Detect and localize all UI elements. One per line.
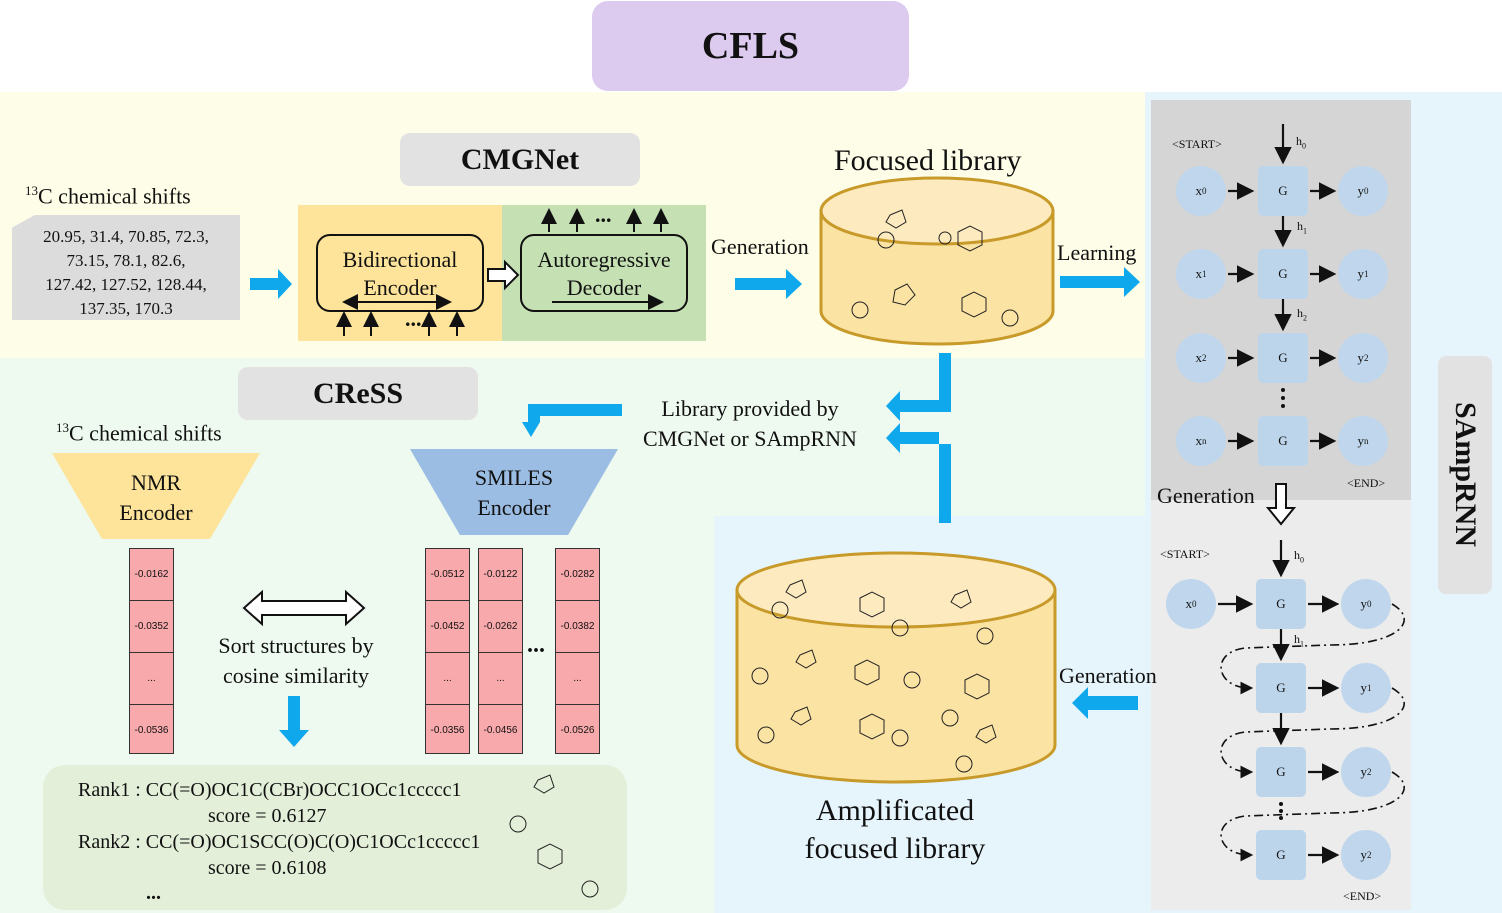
vector-cell: -0.0526: [560, 725, 595, 736]
decoder-panel: [502, 205, 706, 341]
rank-more-dots: ...: [146, 882, 161, 904]
cress-shifts-label: 13C chemical shifts: [56, 420, 222, 446]
vector-cell: -0.0356: [430, 725, 465, 736]
encoder-dots: ...: [405, 306, 422, 331]
vector-cell: ...: [426, 653, 469, 705]
vector-cell: -0.0452: [426, 601, 469, 653]
smiles-vector-3: -0.0282 -0.0382 ... -0.0526: [555, 548, 600, 754]
sample-g1: G: [1256, 663, 1306, 713]
sample-g0: G: [1256, 579, 1306, 629]
sample-g3: G: [1256, 830, 1306, 880]
vector-cell: -0.0282: [556, 549, 599, 601]
vector-gap-dots: ...: [527, 632, 545, 658]
cmgnet-title: CMGNet: [400, 133, 640, 186]
shifts-card: [12, 215, 240, 320]
decoder-dots: ...: [595, 202, 612, 227]
train-start-token: <START>: [1172, 137, 1222, 151]
train-h0: h0: [1296, 134, 1306, 151]
hollow-arrows: [242, 259, 1297, 627]
blue-arrows: [250, 267, 1140, 747]
sample-end-token: <END>: [1343, 889, 1382, 903]
rnn-arrows: [1218, 124, 1340, 864]
rank1-score: score = 0.6127: [208, 805, 327, 827]
vector-cell: ...: [130, 653, 173, 705]
vector-cell: -0.0162: [130, 549, 173, 601]
vector-cell: ...: [479, 653, 522, 705]
train-h2: h2: [1297, 306, 1307, 323]
train-end-token: <END>: [1347, 476, 1386, 490]
samprnn-generation-label: Generation: [1157, 483, 1255, 508]
molecule-sketches: [509, 209, 1019, 898]
vector-cell: -0.0382: [556, 601, 599, 653]
page-title: CFLS: [592, 1, 909, 91]
vector-cell: -0.0536: [134, 725, 169, 736]
cress-title: CReSS: [238, 367, 478, 420]
vector-cell: ...: [556, 653, 599, 705]
rnn-ellipsis: [1279, 388, 1285, 820]
vector-cell: -0.0456: [483, 725, 518, 736]
sample-start-token: <START>: [1160, 547, 1210, 561]
cmgnet-generation-label: Generation: [711, 234, 809, 259]
train-g1: G: [1258, 249, 1308, 299]
rank2-label: Rank2 : CC(=O)OC1SCC(O)C(O)C1OCc1ccccc1: [78, 831, 481, 853]
train-g2: G: [1258, 333, 1308, 383]
amplified-generation-label: Generation: [1059, 663, 1157, 688]
smiles-vector-1: -0.0512 -0.0452 ... -0.0356: [425, 548, 470, 754]
vector-cell: -0.0122: [479, 549, 522, 601]
nmr-vector: -0.0162 -0.0352 ... -0.0536: [129, 548, 174, 754]
train-h1: h1: [1297, 219, 1307, 236]
smiles-vector-2: -0.0122 -0.0262 ... -0.0456: [478, 548, 523, 754]
focused-library-title: Focused library: [834, 144, 1022, 177]
encoder-panel: [298, 205, 502, 341]
vector-cell: -0.0352: [130, 601, 173, 653]
sample-h1: h1: [1294, 632, 1304, 649]
network-arrows: [336, 208, 669, 336]
sample-h0: h0: [1294, 548, 1304, 565]
rank1-label: Rank1 : CC(=O)OC1C(CBr)OCC1OCc1ccccc1: [78, 779, 462, 801]
cmgnet-shifts-label: 13C chemical shifts: [25, 183, 191, 209]
train-g0: G: [1258, 166, 1308, 216]
rank-results: [43, 765, 627, 910]
rank2-score: score = 0.6108: [208, 857, 327, 879]
train-gn: G: [1258, 416, 1308, 466]
vector-cell: -0.0512: [426, 549, 469, 601]
vector-cell: -0.0262: [479, 601, 522, 653]
amplified-library-cylinder: [735, 551, 1057, 784]
sample-g2: G: [1256, 747, 1306, 797]
shifts-values: 20.95, 31.4, 70.85, 72.3, 73.15, 78.1, 8…: [43, 227, 209, 318]
samprnn-title: SAmpRNN: [1438, 356, 1492, 594]
feedback-loops: [1220, 603, 1405, 862]
learning-label: Learning: [1057, 240, 1137, 265]
